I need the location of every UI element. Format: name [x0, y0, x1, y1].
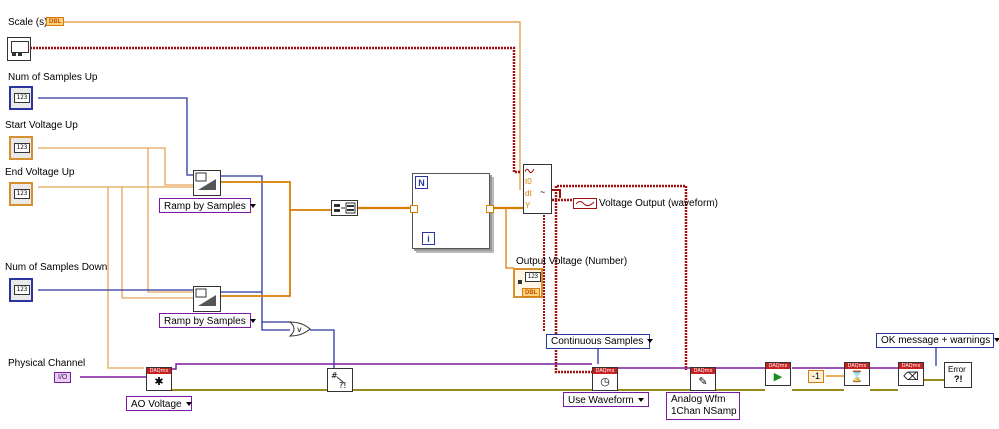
output-voltage-display: 123 [525, 272, 541, 282]
ao-voltage-ring[interactable]: AO Voltage [126, 396, 192, 411]
scale-dbl-terminal[interactable]: DBL [46, 17, 65, 26]
daqmx-start-vi[interactable]: DAQmx ▶ [765, 362, 791, 386]
eraser-icon: ⌫ [903, 371, 919, 383]
daqmx-write-vi[interactable]: DAQmx ✎ [690, 367, 716, 391]
error-message-label: OK message + warnings [881, 335, 991, 346]
waveform-tilde-icon: ~ [540, 187, 546, 197]
output-voltage-dbl: DBL [522, 288, 541, 297]
simple-error-handler[interactable]: Error ?! [944, 362, 972, 388]
start-voltage-up-display: 123 [14, 143, 30, 153]
play-icon: ▶ [773, 371, 783, 383]
waveform-icon [524, 166, 535, 176]
num-samples-up-label: Num of Samples Up [8, 72, 98, 83]
scale-label: Scale (s) [8, 17, 48, 28]
array-concat-icon [334, 202, 356, 214]
pencil-icon: ✎ [698, 376, 708, 388]
num-samples-down-control[interactable]: 123 [9, 278, 33, 302]
term-dt: dt [525, 189, 532, 198]
num-samples-down-label: Num of Samples Down [5, 262, 108, 273]
svg-text:?!: ?! [339, 381, 346, 390]
chevron-down-icon [249, 319, 256, 324]
num-samples-up-control[interactable]: 123 [9, 86, 33, 110]
chevron-down-icon [637, 398, 644, 403]
ramp-down-type-ring[interactable]: Ramp by Samples [159, 313, 256, 328]
use-waveform-ring[interactable]: Use Waveform [563, 392, 649, 407]
ao-voltage-label: AO Voltage [131, 399, 182, 410]
ramp-down-icon [195, 288, 216, 306]
term-t0: t0 [525, 177, 532, 186]
wire-ramp-down-out [220, 210, 291, 297]
ramp-down-vi[interactable] [193, 286, 221, 312]
daqmx-band: DAQmx [845, 363, 869, 369]
daqmx-timing-vi[interactable]: DAQmx ◷ [592, 367, 618, 391]
end-voltage-up-label: End Voltage Up [5, 167, 75, 178]
wire-task [172, 363, 592, 370]
or-gate-icon[interactable]: v [288, 320, 312, 338]
daqmx-band: DAQmx [147, 368, 171, 374]
analog-wfm-ring[interactable]: Analog Wfm 1Chan NSamp [666, 392, 740, 420]
waveform-icon [575, 201, 595, 207]
wire-start-voltage [38, 147, 194, 293]
daqmx-create-channel-vi[interactable]: DAQmx ✱ [146, 367, 172, 391]
error-handler-label: Error [948, 365, 966, 374]
loop-input-tunnel [410, 205, 418, 213]
physical-channel-terminal[interactable]: I/O [54, 372, 72, 383]
daqmx-wait-vi[interactable]: DAQmx ⌛ [844, 362, 870, 386]
output-voltage-indicator[interactable]: 123 DBL [513, 268, 543, 298]
loop-count-terminal[interactable]: N [415, 176, 428, 189]
num-samples-up-display: 123 [14, 93, 30, 103]
daqmx-band: DAQmx [899, 363, 923, 369]
daqmx-band: DAQmx [593, 368, 617, 374]
end-voltage-up-control[interactable]: 123 [9, 182, 33, 206]
for-loop[interactable]: N i [410, 173, 494, 249]
convert-icon: # ?! [331, 371, 346, 390]
wait-icon: ⌛ [850, 371, 864, 383]
output-voltage-label: Output Voltage (Number) [516, 256, 628, 267]
sample-mode-label: Continuous Samples [551, 336, 644, 347]
question-icon: ?! [954, 374, 963, 384]
svg-text:#: # [331, 371, 338, 380]
chevron-down-icon [994, 338, 999, 343]
svg-text:v: v [297, 325, 302, 334]
chevron-down-icon [249, 204, 256, 209]
build-waveform-node[interactable]: t0 dt Y ~ [523, 164, 552, 214]
term-y: Y [525, 201, 531, 210]
chevron-down-icon [185, 402, 192, 407]
sample-mode-enum[interactable]: Continuous Samples [546, 334, 654, 349]
timeout-constant[interactable]: -1 [808, 370, 825, 383]
start-voltage-up-label: Start Voltage Up [5, 120, 78, 131]
chevron-down-icon [647, 339, 654, 344]
start-voltage-up-control[interactable]: 123 [9, 136, 33, 160]
daqmx-band: DAQmx [691, 368, 715, 374]
number-to-bool-node[interactable]: # ?! [327, 368, 353, 392]
num-samples-down-display: 123 [14, 285, 30, 295]
error-message-enum[interactable]: OK message + warnings [876, 333, 999, 348]
loop-iteration-terminal[interactable]: i [422, 232, 435, 245]
physical-channel-label: Physical Channel [8, 358, 86, 369]
build-array-node[interactable] [331, 200, 358, 216]
daqmx-clear-vi[interactable]: DAQmx ⌫ [898, 362, 924, 386]
clock-icon: ◷ [600, 376, 610, 388]
ramp-up-type-label: Ramp by Samples [164, 201, 246, 212]
voltage-output-label: Voltage Output (waveform) [599, 198, 718, 209]
voltage-output-indicator[interactable] [573, 198, 597, 209]
daqmx-band: DAQmx [766, 363, 790, 369]
ramp-up-type-ring[interactable]: Ramp by Samples [159, 198, 256, 213]
index-marker [518, 280, 522, 284]
use-waveform-label: Use Waveform [568, 395, 634, 406]
end-voltage-up-display: 123 [14, 189, 30, 199]
ramp-up-icon [195, 172, 216, 190]
wire-num-up [38, 97, 194, 176]
wire-scale [64, 21, 521, 190]
loop-output-tunnel [486, 205, 494, 213]
ramp-down-type-label: Ramp by Samples [164, 316, 246, 327]
wire-error-top [30, 46, 520, 174]
scale-control-icon[interactable] [7, 37, 31, 61]
ramp-up-vi[interactable] [193, 170, 221, 196]
channel-icon: ✱ [154, 376, 164, 388]
